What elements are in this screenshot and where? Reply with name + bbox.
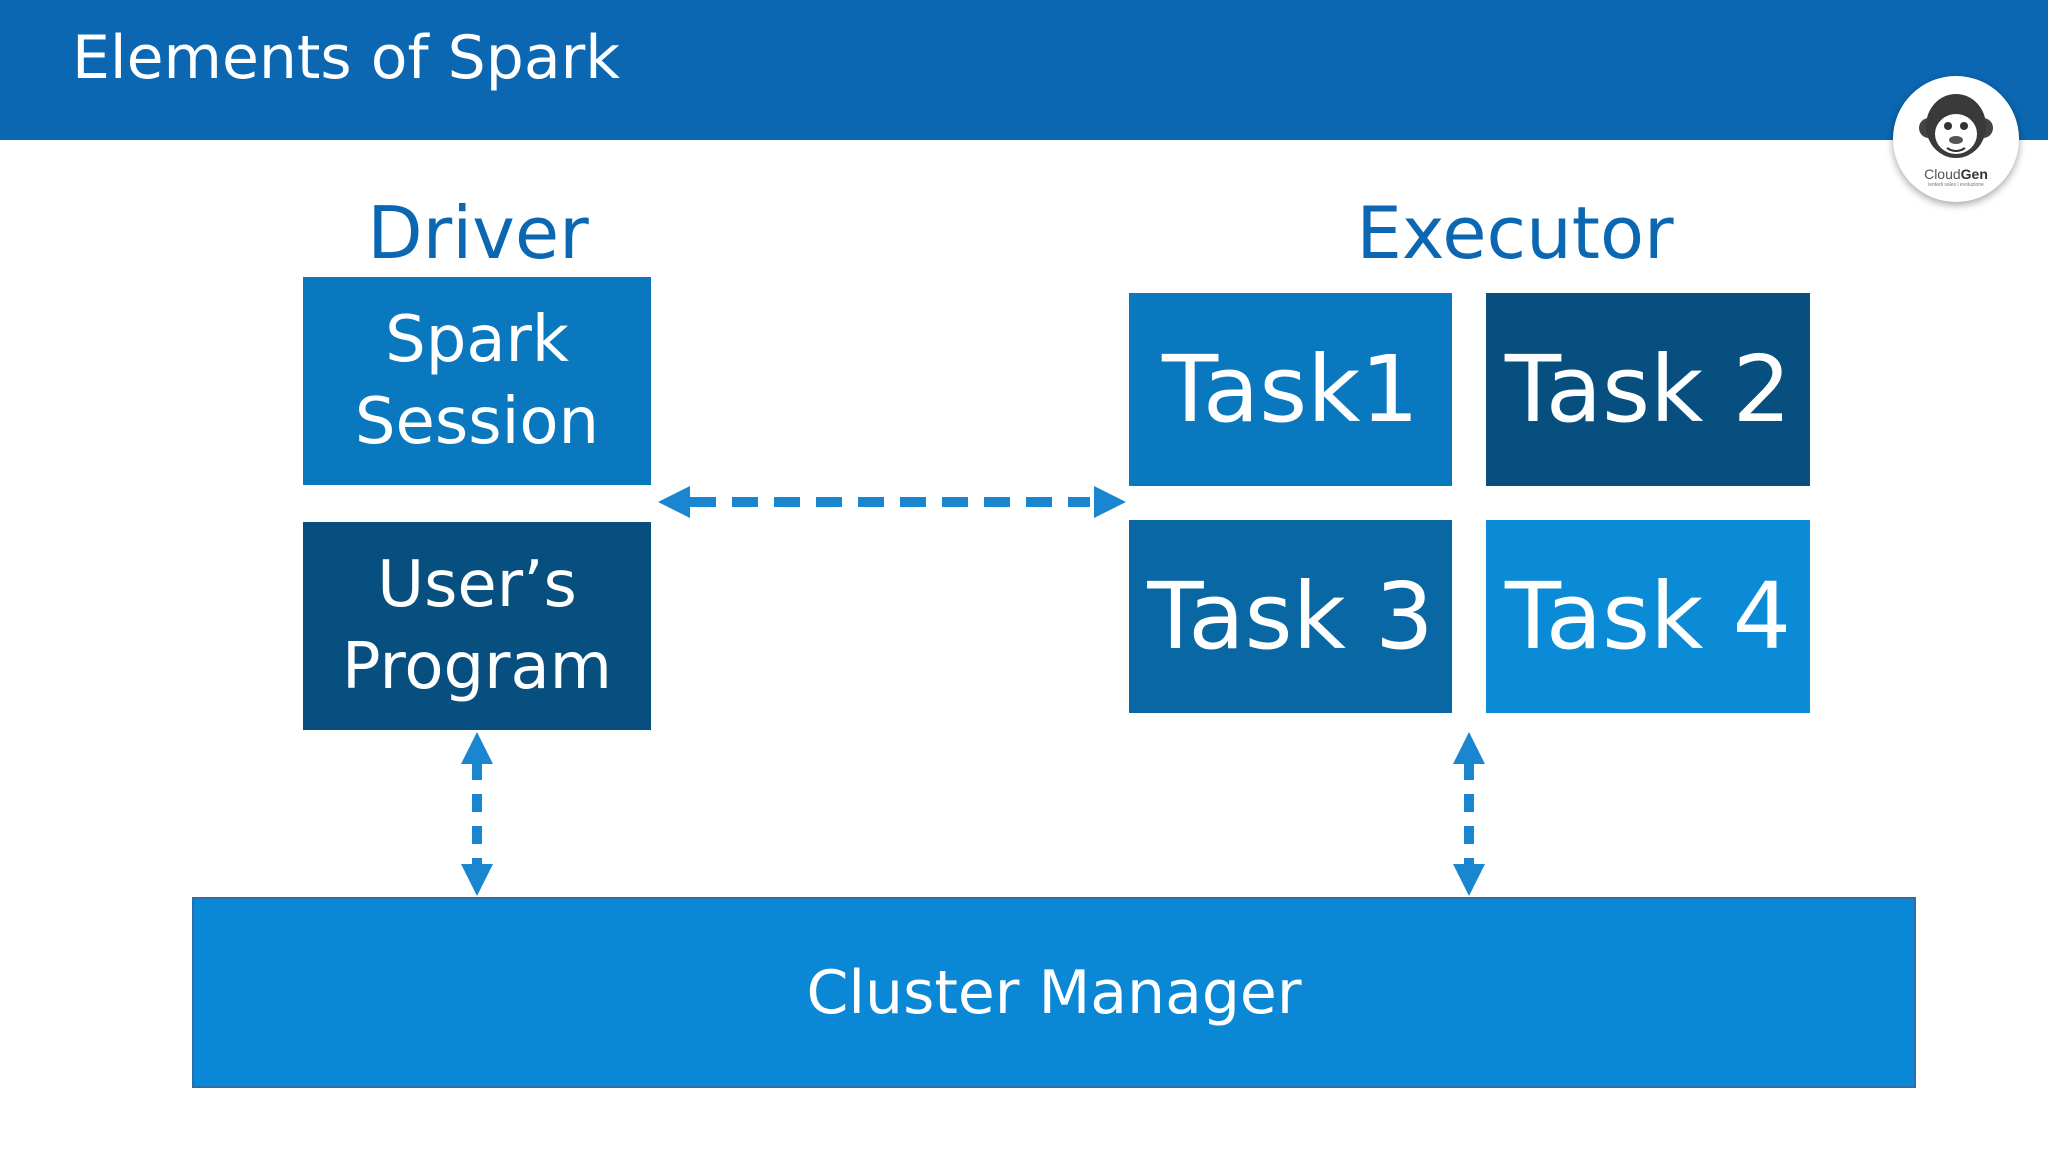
task4-label: Task 4 (1504, 562, 1792, 670)
users-program-line2: Program (341, 630, 613, 704)
driver-cluster-arrow (461, 732, 493, 896)
slide-title: Elements of Spark (72, 23, 620, 93)
cloudgen-logo: CloudGen lentedi sales l evoluzione (1893, 76, 2019, 202)
slide-header: Elements of Spark (0, 0, 2048, 140)
task2-label: Task 2 (1504, 335, 1792, 443)
users-program-box: User’s Program (303, 522, 651, 730)
logo-name: CloudGen (1924, 166, 1988, 182)
monkey-face-icon (1919, 94, 1993, 158)
task3-label: Task 3 (1147, 562, 1434, 670)
task2-box: Task 2 (1486, 293, 1810, 486)
spark-session-line2: Session (354, 385, 600, 459)
task1-label: Task1 (1161, 335, 1420, 443)
spark-session-box: Spark Session (303, 277, 651, 485)
cluster-manager-label: Cluster Manager (806, 957, 1302, 1028)
cluster-manager-box: Cluster Manager (192, 897, 1916, 1088)
logo-tagline: lentedi sales l evoluzione (1928, 182, 1984, 188)
task4-box: Task 4 (1486, 520, 1810, 713)
executor-heading: Executor (1356, 191, 1674, 275)
users-program-line1: User’s (377, 548, 577, 622)
spark-session-line1: Spark (385, 303, 569, 377)
task1-box: Task1 (1129, 293, 1452, 486)
driver-heading: Driver (367, 191, 589, 275)
driver-executor-arrow (658, 486, 1126, 518)
executor-cluster-arrow (1453, 732, 1485, 896)
task3-box: Task 3 (1129, 520, 1452, 713)
